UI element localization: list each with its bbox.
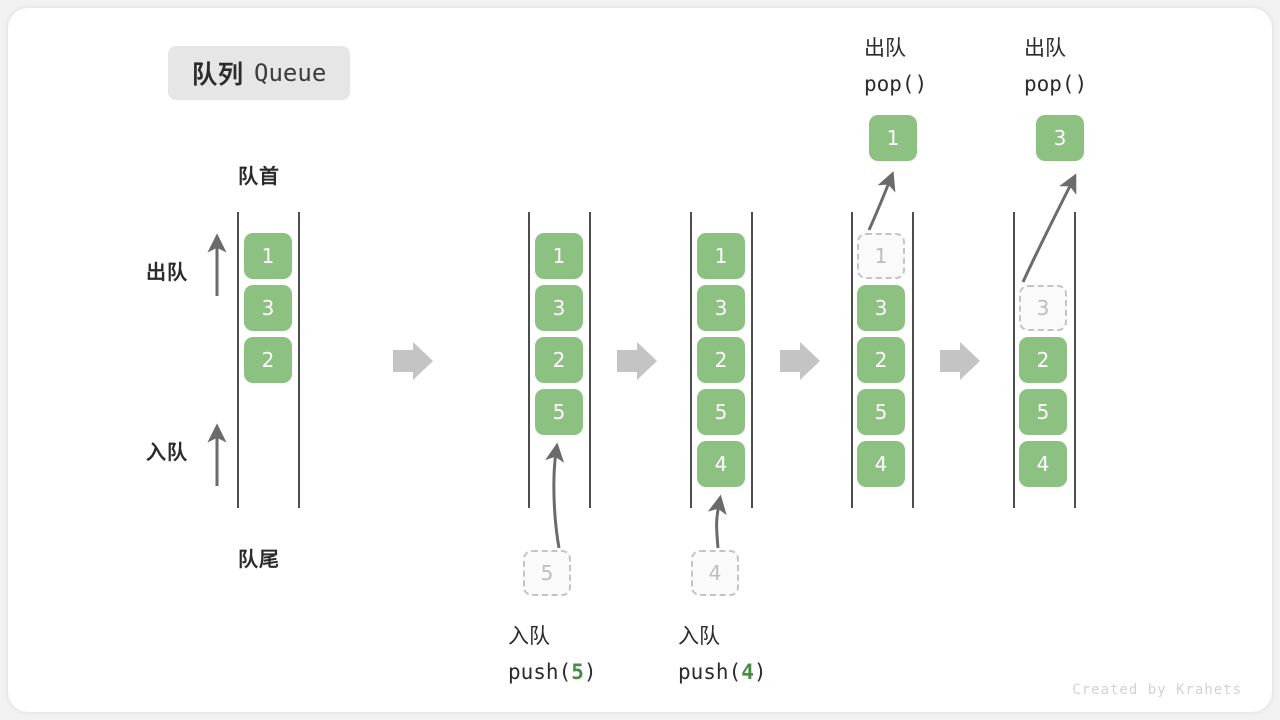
queue-item: 3 (857, 285, 905, 331)
queue-item: 4 (1019, 441, 1067, 487)
queue-item: 3 (697, 285, 745, 331)
queue-item-removed: 3 (1019, 285, 1067, 331)
detached-popped-box: 1 (869, 115, 917, 161)
caption-push-4-cn: 入队 (678, 624, 720, 648)
caption-push-5-cn: 入队 (508, 624, 550, 648)
rail-right-stage-2 (589, 212, 591, 508)
detached-ghost-box: 5 (523, 550, 571, 596)
queue-item-new: 5 (535, 389, 583, 435)
caption-push-4-code: push(4) (678, 660, 767, 684)
queue-item: 2 (1019, 337, 1067, 383)
queue-item: 2 (697, 337, 745, 383)
title-english: Queue (254, 59, 327, 87)
caption-pop-3: 出队 pop() (1024, 30, 1087, 102)
queue-item: 2 (857, 337, 905, 383)
rail-left-stage-5 (1013, 212, 1015, 508)
detached-ghost-box: 4 (691, 550, 739, 596)
caption-pop-1: 出队 pop() (864, 30, 927, 102)
queue-item: 3 (244, 285, 292, 331)
queue-item-removed: 1 (857, 233, 905, 279)
detached-popped-box: 3 (1036, 115, 1084, 161)
queue-item: 2 (244, 337, 292, 383)
rail-right-stage-1 (298, 212, 300, 508)
caption-push-5: 入队 push(5) (508, 618, 597, 690)
queue-item: 1 (697, 233, 745, 279)
rail-left-stage-2 (528, 212, 530, 508)
label-queue-front: 队首 (238, 164, 280, 188)
queue-item: 5 (857, 389, 905, 435)
queue-item-new: 4 (697, 441, 745, 487)
queue-item: 5 (1019, 389, 1067, 435)
label-dequeue-direction: 出队 (146, 260, 188, 284)
title-chinese: 队列 (192, 60, 245, 89)
rail-right-stage-4 (912, 212, 914, 508)
queue-item: 3 (535, 285, 583, 331)
caption-pop-1-code: pop() (864, 72, 928, 96)
rail-left-stage-1 (237, 212, 239, 508)
credit-text: Created by Krahets (1072, 682, 1242, 698)
queue-item: 1 (244, 233, 292, 279)
rail-right-stage-5 (1074, 212, 1076, 508)
queue-item: 4 (857, 441, 905, 487)
queue-item: 1 (535, 233, 583, 279)
queue-item: 5 (697, 389, 745, 435)
title-badge: 队列 Queue (168, 46, 351, 100)
queue-item: 2 (535, 337, 583, 383)
caption-pop-3-code: pop() (1024, 72, 1088, 96)
rail-left-stage-4 (851, 212, 853, 508)
rail-left-stage-3 (690, 212, 692, 508)
caption-push-5-code: push(5) (508, 660, 597, 684)
caption-pop-3-cn: 出队 (1024, 36, 1066, 60)
label-queue-rear: 队尾 (238, 547, 280, 571)
caption-pop-1-cn: 出队 (864, 36, 906, 60)
caption-push-4: 入队 push(4) (678, 618, 767, 690)
label-enqueue-direction: 入队 (146, 440, 188, 464)
rail-right-stage-3 (751, 212, 753, 508)
diagram-card (8, 8, 1272, 712)
